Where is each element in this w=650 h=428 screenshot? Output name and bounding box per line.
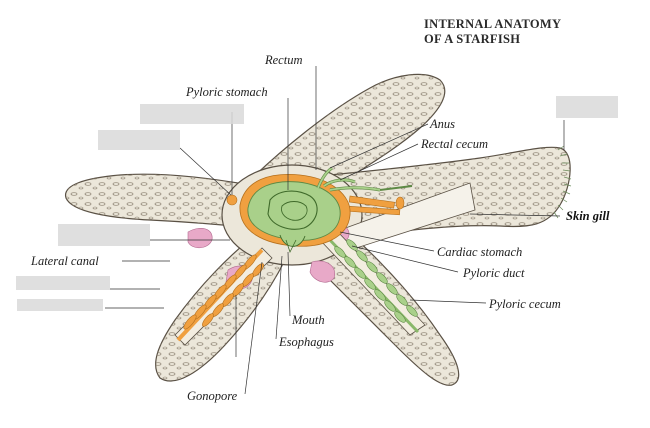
- diagram-title: INTERNAL ANATOMY OF A STARFISH: [424, 17, 561, 47]
- label-lateral-canal: Lateral canal: [31, 254, 99, 268]
- label-pyloric-cecum: Pyloric cecum: [489, 297, 561, 311]
- skin-gill-fringe: [553, 145, 572, 219]
- label-mouth: Mouth: [292, 313, 325, 327]
- pyloric-cecum-lower-right: [319, 231, 426, 336]
- label-blank-2: [98, 130, 180, 150]
- label-rectal-cecum: Rectal cecum: [421, 137, 488, 151]
- label-anus: Anus: [430, 117, 455, 131]
- title-line-2: OF A STARFISH: [424, 32, 521, 46]
- label-pyloric-stomach: Pyloric stomach: [186, 85, 268, 99]
- label-gonopore: Gonopore: [187, 389, 238, 403]
- ampullae-lower-left: [174, 247, 273, 346]
- label-blank-3: [58, 224, 150, 246]
- stomach: [239, 166, 413, 254]
- label-blank-5: [17, 299, 103, 311]
- label-blank-1: [140, 104, 244, 124]
- label-esophagus: Esophagus: [279, 335, 334, 349]
- label-rectum: Rectum: [265, 53, 303, 67]
- label-blank-4: [16, 276, 110, 290]
- label-cardiac-stomach: Cardiac stomach: [437, 245, 523, 259]
- leader-lines: [105, 66, 565, 395]
- title-line-1: INTERNAL ANATOMY: [424, 17, 562, 31]
- label-blank-6: [556, 96, 618, 118]
- madreporite: [226, 194, 238, 206]
- label-skin-gill: Skin gill: [566, 209, 610, 223]
- label-pyloric-duct: Pyloric duct: [463, 266, 525, 280]
